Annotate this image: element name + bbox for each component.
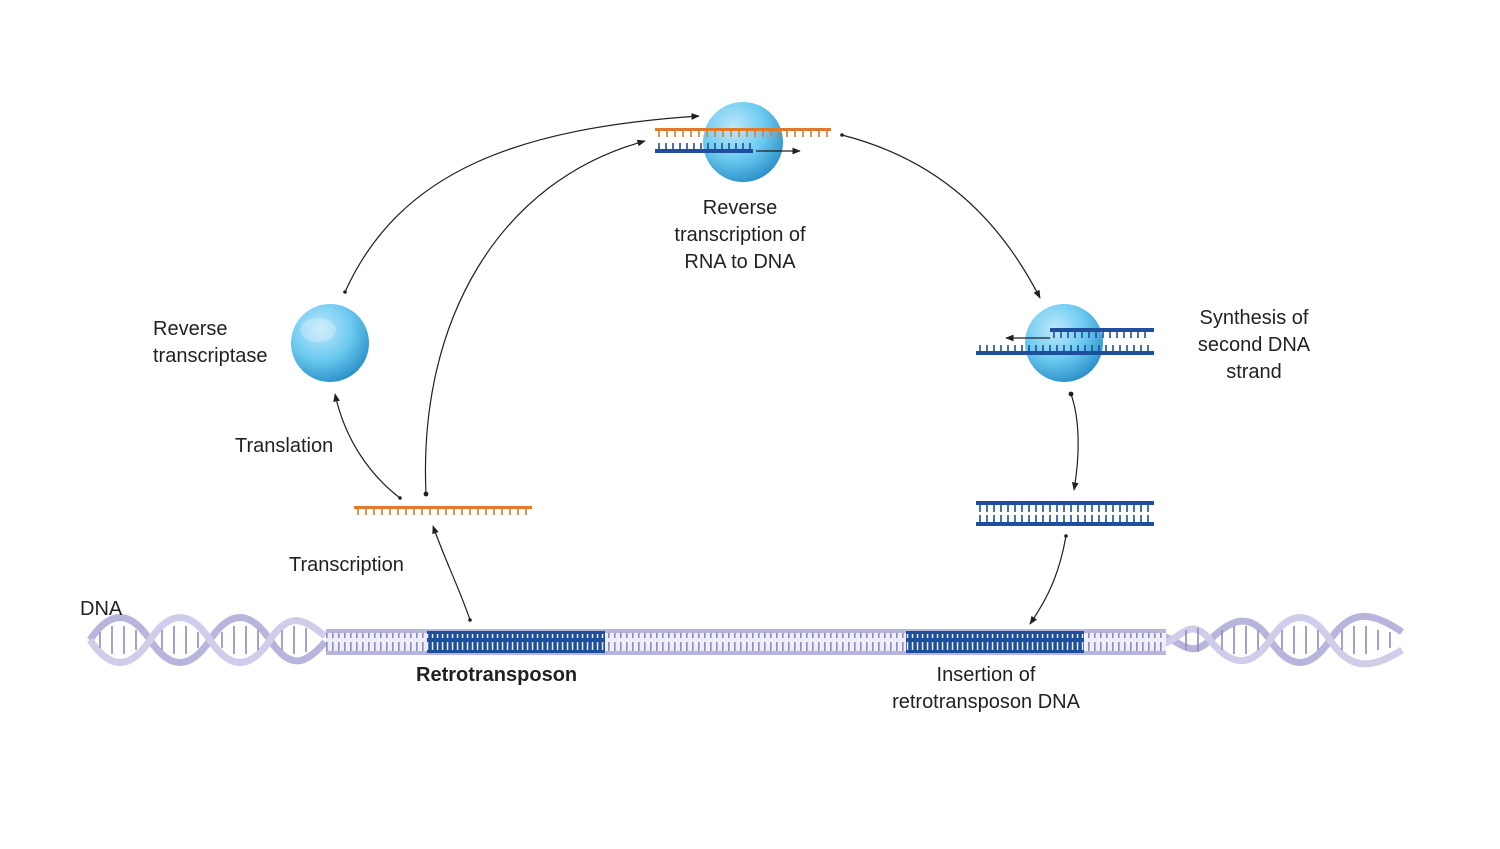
left-helix-icon [87, 614, 328, 666]
reverse-transcription-label-line-2: transcription of [674, 224, 806, 246]
arrow-to-second-strand [841, 134, 1041, 299]
second-strand-label-line-3: strand [1226, 361, 1282, 383]
retrotransposon-label: Retrotransposon [416, 664, 578, 686]
arrow-to-dsdna [1070, 393, 1079, 491]
arrow-translation [333, 393, 401, 499]
dsdna-copy-icon [976, 501, 1154, 526]
enzyme-sphere-icon [703, 102, 783, 182]
insertion-label: Insertion of retrotransposon DNA [866, 662, 1106, 716]
reverse-transcriptase-label-line-1: Reverse [153, 318, 228, 340]
transcription-label: Transcription [289, 554, 404, 576]
second-strand-complex [976, 304, 1154, 382]
reverse-transcription-label-line-3: RNA to DNA [684, 251, 796, 273]
insertion-label-line-2: retrotransposon DNA [892, 691, 1080, 713]
translation-label: Translation [235, 435, 334, 457]
second-strand-label: Synthesis of second DNA strand [1164, 305, 1344, 386]
arrow-enzyme-to-complex [344, 113, 700, 293]
reverse-transcription-label: Reverse transcription of RNA to DNA [630, 195, 850, 276]
insertion-label-line-1: Insertion of [936, 664, 1036, 686]
second-strand-label-line-2: second DNA [1197, 334, 1311, 356]
process-arrows [333, 113, 1079, 625]
rna-strand-icon [354, 506, 532, 515]
arrow-tails [343, 133, 1074, 622]
reverse-transcription-complex [655, 102, 831, 182]
dna-label: DNA [80, 598, 123, 620]
arrow-to-insertion [1029, 535, 1067, 625]
reverse-transcription-label-line-1: Reverse [702, 197, 778, 219]
arrow-transcription [432, 525, 471, 621]
arrow-rna-to-complex [424, 139, 646, 495]
retrotransposon-segment [427, 631, 605, 653]
right-helix-icon [1160, 613, 1404, 668]
genomic-dna [87, 613, 1404, 668]
inserted-retrotransposon-segment [906, 631, 1084, 653]
reverse-transcriptase-label-line-2: transcriptase [153, 345, 268, 367]
reverse-transcriptase-label: Reverse transcriptase [153, 316, 268, 370]
enzyme-sphere-icon [1025, 304, 1103, 382]
second-strand-label-line-1: Synthesis of [1199, 307, 1309, 329]
reverse-transcriptase-sphere-icon [291, 304, 369, 382]
